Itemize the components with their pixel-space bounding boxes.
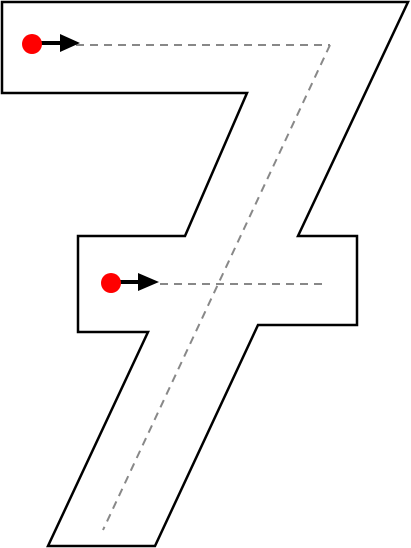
red-dot-icon <box>101 273 121 293</box>
red-dot-icon <box>22 34 42 54</box>
arrow-head-icon <box>60 34 80 52</box>
guide-lines <box>76 44 331 531</box>
stroke-1-start <box>22 34 80 54</box>
stroke-2-start <box>101 273 159 293</box>
arrow-head-icon <box>138 273 159 291</box>
guide-line-diagonal <box>102 44 331 531</box>
